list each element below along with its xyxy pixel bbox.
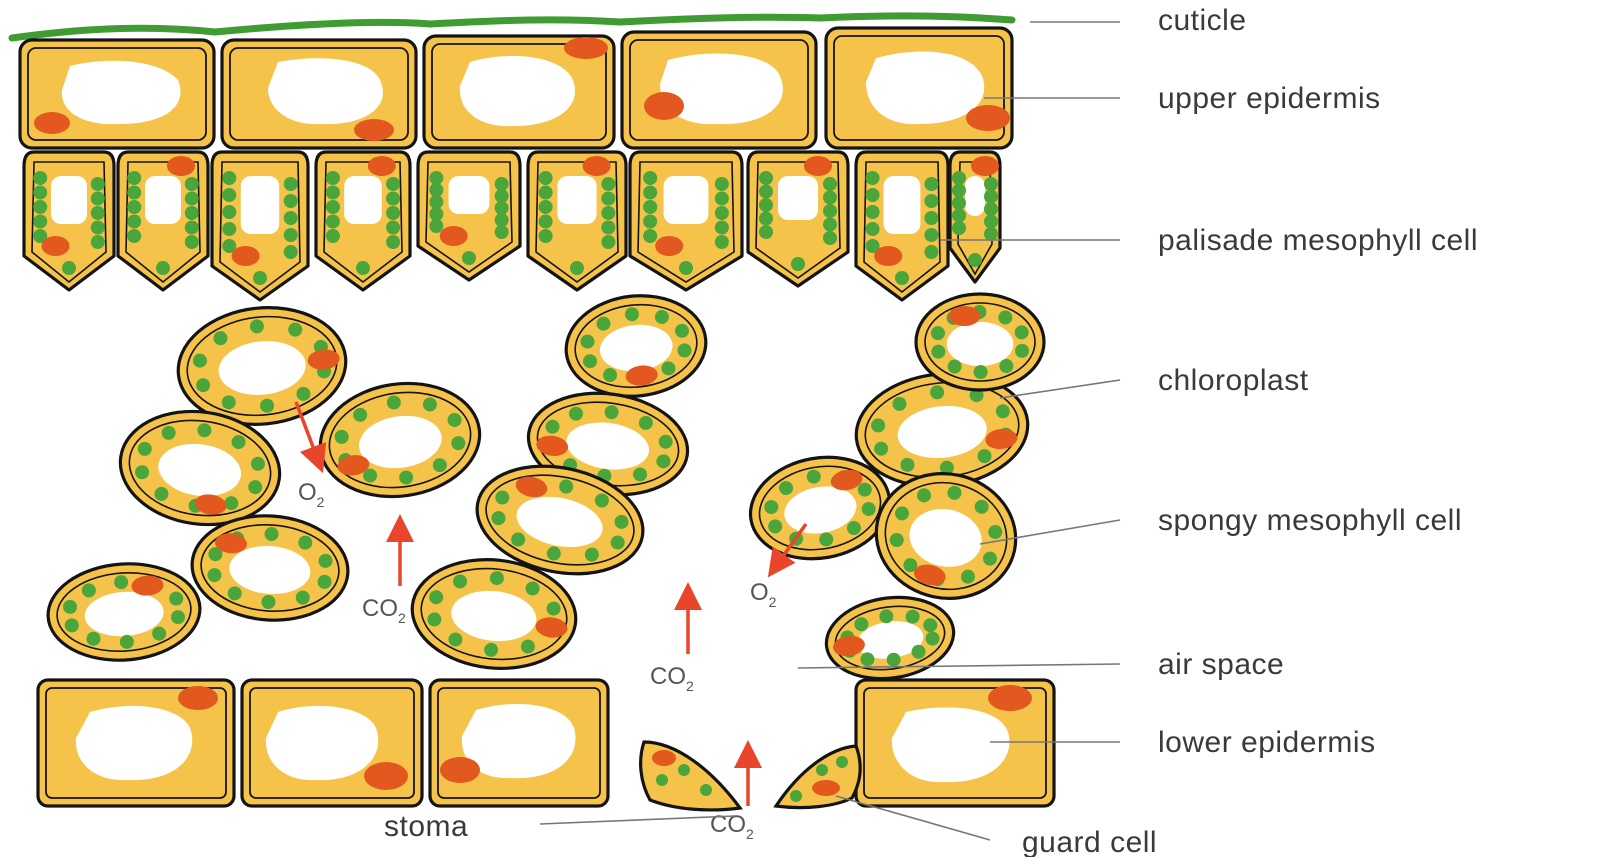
spongy-mesophyll-cell	[561, 289, 711, 403]
label-lower-epidermis: lower epidermis	[1158, 726, 1376, 759]
label-air-space: air space	[1158, 648, 1284, 681]
spongy-mesophyll-cell	[189, 511, 352, 626]
label-upper-epidermis: upper epidermis	[1158, 82, 1381, 115]
palisade-mesophyll-cell	[630, 152, 742, 290]
palisade-mesophyll-cell	[748, 152, 848, 286]
palisade-mesophyll-cell	[24, 152, 114, 290]
spongy-mesophyll-cell	[865, 461, 1028, 611]
lower-epidermis-cell	[856, 680, 1054, 806]
lower-epidermis-cell	[38, 680, 234, 806]
palisade-layer	[24, 152, 1000, 300]
label-chloroplast: chloroplast	[1158, 364, 1309, 397]
label-spongy-mesophyll-cell: spongy mesophyll cell	[1158, 504, 1462, 537]
gas-label-co2-mid: CO2	[650, 663, 694, 694]
guard-cell-right	[776, 746, 860, 808]
palisade-mesophyll-cell	[316, 152, 410, 290]
label-guard-cell: guard cell	[1022, 826, 1157, 857]
label-palisade-mesophyll-cell: palisade mesophyll cell	[1158, 224, 1478, 257]
spongy-mesophyll-cell	[313, 373, 487, 506]
spongy-mesophyll-cell	[916, 294, 1044, 390]
gas-label-co2-left: CO2	[362, 595, 406, 626]
palisade-mesophyll-cell	[528, 152, 626, 290]
palisade-mesophyll-cell	[856, 152, 948, 300]
palisade-mesophyll-cell	[418, 152, 520, 280]
spongy-layer	[45, 289, 1044, 687]
upper-epidermis-cell	[424, 36, 614, 148]
guard-cell-left	[641, 742, 740, 810]
upper-epidermis-cell	[622, 32, 816, 148]
leader-stoma	[540, 816, 735, 824]
lower-epidermis-cell	[430, 680, 608, 806]
upper-epidermis-cell	[20, 40, 214, 148]
palisade-mesophyll-cell	[212, 152, 308, 300]
spongy-mesophyll-cell	[45, 559, 203, 665]
lower-epidermis-cell	[242, 680, 422, 806]
palisade-mesophyll-cell	[118, 152, 208, 290]
gas-label-o2-right: O2	[750, 579, 777, 610]
label-cuticle: cuticle	[1158, 4, 1247, 37]
lower-epidermis-layer	[38, 680, 1054, 806]
leader-chloroplast	[1000, 380, 1120, 398]
upper-epidermis-cell	[222, 40, 416, 148]
upper-epidermis-layer	[20, 28, 1012, 148]
label-stoma: stoma	[384, 810, 468, 843]
palisade-mesophyll-cell	[950, 152, 1000, 282]
upper-epidermis-cell	[826, 28, 1012, 148]
gas-label-o2-left: O2	[298, 479, 325, 510]
spongy-mesophyll-cell	[821, 589, 959, 686]
